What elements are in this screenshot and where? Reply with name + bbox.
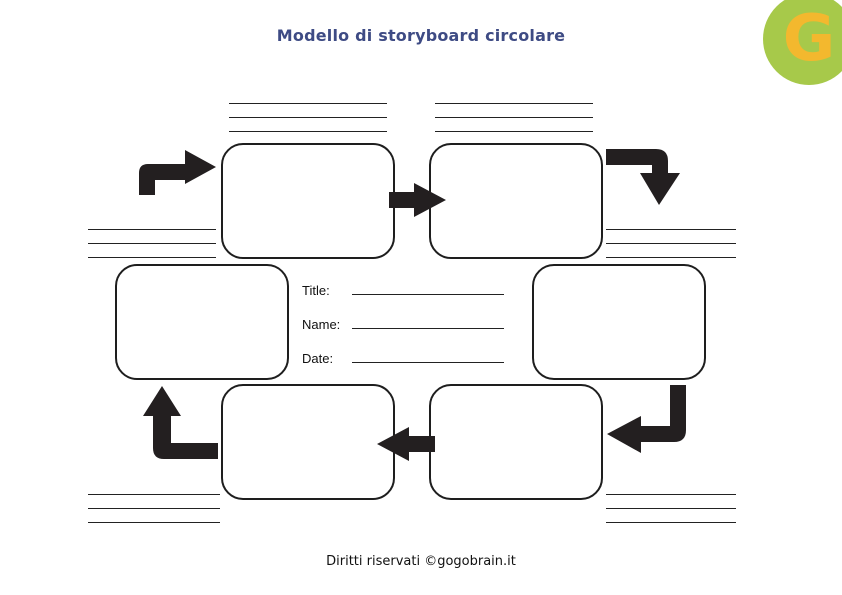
- bent-arrow-right-icon: [139, 150, 216, 195]
- copyright-footer: Diritti riservati ©gogobrain.it: [326, 554, 516, 569]
- bent-arrow-left-icon: [607, 385, 686, 453]
- date-blank[interactable]: [352, 352, 504, 363]
- bent-arrow-up-icon: [143, 386, 218, 459]
- storyboard-panel-5[interactable]: [221, 384, 395, 500]
- writing-lines-panel-3[interactable]: [606, 229, 736, 271]
- storyboard-panel-3[interactable]: [532, 264, 706, 380]
- date-label: Date:: [302, 351, 334, 366]
- gogobrain-logo: G: [763, 0, 842, 85]
- writing-lines-panel-6[interactable]: [88, 229, 216, 271]
- storyboard-panel-6[interactable]: [115, 264, 289, 380]
- storyboard-panel-2[interactable]: [429, 143, 603, 259]
- writing-lines-panel-4[interactable]: [606, 494, 736, 536]
- title-label: Title:: [302, 283, 330, 298]
- name-blank[interactable]: [352, 318, 504, 329]
- arrow-left-icon: [377, 427, 435, 461]
- writing-lines-panel-2[interactable]: [435, 103, 593, 145]
- title-blank[interactable]: [352, 284, 504, 295]
- name-field[interactable]: Name:: [302, 317, 504, 332]
- writing-lines-panel-1[interactable]: [229, 103, 387, 145]
- logo-letter: G: [782, 2, 836, 76]
- writing-lines-panel-5[interactable]: [88, 494, 220, 536]
- page-title: Modello di storyboard circolare: [276, 26, 566, 45]
- title-field[interactable]: Title:: [302, 283, 504, 298]
- bent-arrow-down-icon: [606, 149, 680, 205]
- arrow-right-icon: [389, 183, 446, 217]
- date-field[interactable]: Date:: [302, 351, 504, 366]
- name-label: Name:: [302, 317, 341, 332]
